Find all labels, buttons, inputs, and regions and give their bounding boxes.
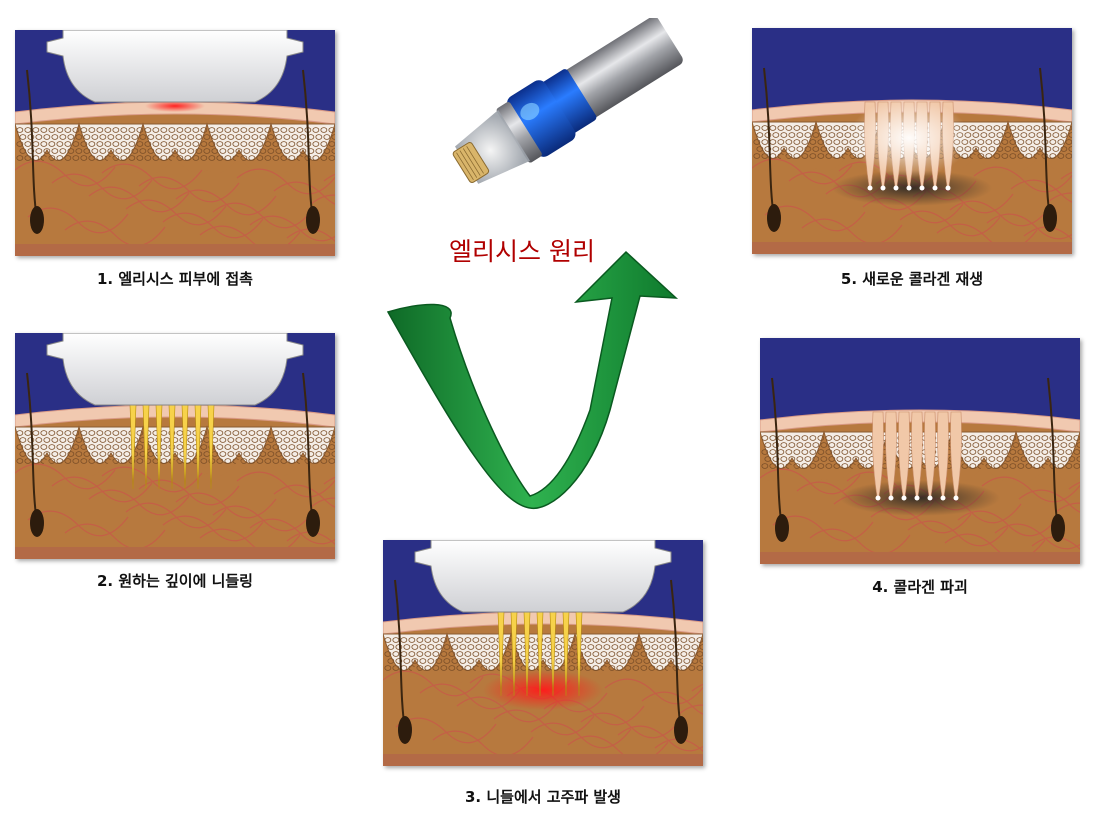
step-3-illustration — [383, 540, 703, 766]
step-4-caption: 4. 콜라겐 파괴 — [872, 578, 968, 596]
handpiece-icon — [452, 18, 683, 184]
diagram-title: 엘리시스 원리 — [449, 237, 595, 266]
step-3-caption: 3. 니들에서 고주파 발생 — [464, 788, 621, 806]
step-1-illustration — [15, 30, 335, 256]
step-2-caption: 2. 원하는 깊이에 니들링 — [96, 572, 253, 590]
step-5-caption: 5. 새로운 콜라겐 재생 — [840, 270, 984, 288]
cycle-arrow-icon — [386, 250, 679, 510]
step-5-illustration — [752, 28, 1072, 254]
step-1-caption: 1. 엘리시스 피부에 접촉 — [96, 270, 253, 288]
step-4-illustration — [760, 338, 1080, 564]
step-2-illustration — [15, 333, 335, 559]
